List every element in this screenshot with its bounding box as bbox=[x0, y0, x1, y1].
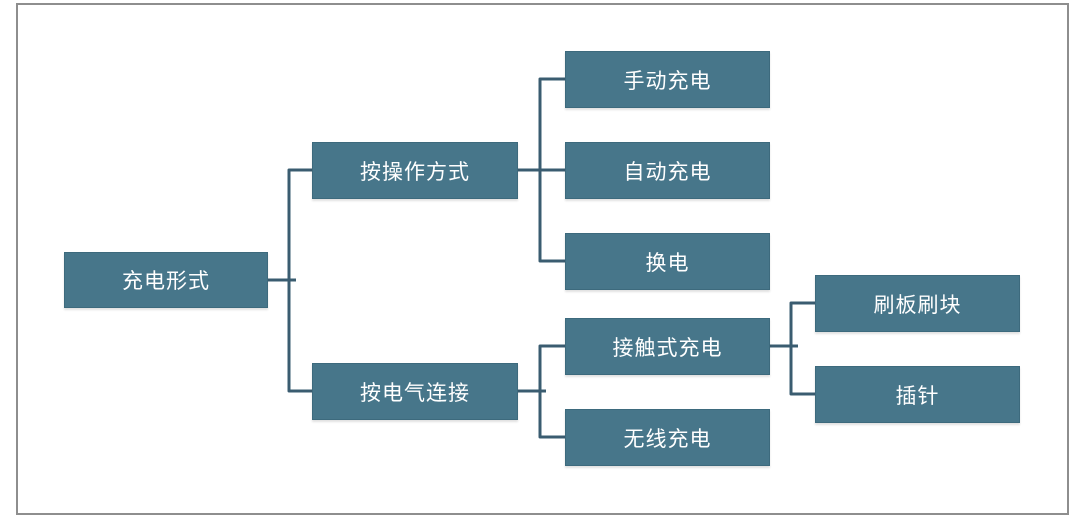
node-battery-swap: 换电 bbox=[565, 233, 770, 290]
node-automatic-charging: 自动充电 bbox=[565, 142, 770, 199]
node-by-operation: 按操作方式 bbox=[312, 142, 518, 199]
diagram-frame-border bbox=[16, 3, 1069, 515]
node-charging-form: 充电形式 bbox=[64, 252, 268, 308]
node-manual-charging: 手动充电 bbox=[565, 51, 770, 108]
node-contact-charging: 接触式充电 bbox=[565, 318, 770, 375]
node-by-electrical-connection: 按电气连接 bbox=[312, 363, 518, 420]
node-pin: 插针 bbox=[815, 366, 1020, 423]
node-brush-plate-block: 刷板刷块 bbox=[815, 275, 1020, 332]
node-wireless-charging: 无线充电 bbox=[565, 409, 770, 466]
